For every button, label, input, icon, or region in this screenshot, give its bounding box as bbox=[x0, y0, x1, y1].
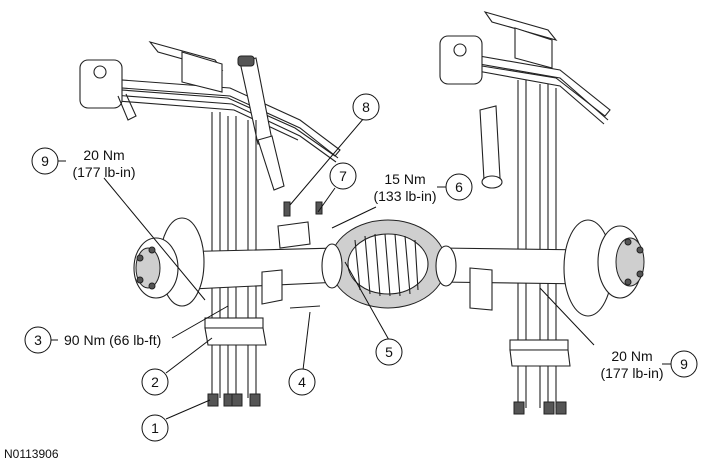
callout-circle bbox=[141, 368, 169, 396]
left-u-bolts bbox=[204, 112, 267, 407]
right-shock-absorber bbox=[479, 105, 503, 189]
callout-number: 9 bbox=[680, 356, 688, 372]
callout-number: 4 bbox=[298, 374, 306, 390]
left-shock-absorber bbox=[237, 55, 285, 191]
center-brackets bbox=[261, 201, 493, 311]
callout-7: 7 bbox=[329, 162, 357, 190]
left-wheel-hub bbox=[133, 217, 205, 307]
torque-value-imperial: (177 lb-in) bbox=[600, 365, 663, 381]
callout-number: 3 bbox=[34, 332, 42, 348]
callout-circle bbox=[288, 368, 316, 396]
torque-value: 15 Nm bbox=[384, 171, 425, 187]
callout-8: 8 bbox=[352, 93, 380, 121]
callout-number: 2 bbox=[151, 374, 159, 390]
figure-id: N0113906 bbox=[4, 447, 59, 461]
left-leaf-spring bbox=[79, 41, 341, 163]
callout-circle bbox=[31, 147, 59, 175]
callout-2: 2 bbox=[141, 368, 169, 396]
callout-number: 6 bbox=[455, 179, 463, 195]
callout-number: 1 bbox=[151, 420, 159, 436]
callout-circle bbox=[141, 414, 169, 442]
callout-3: 3 90 Nm (66 lb-ft) bbox=[24, 326, 161, 354]
callout-number: 8 bbox=[362, 99, 370, 115]
torque-value: 20 Nm bbox=[611, 348, 652, 364]
axle-housing bbox=[169, 219, 591, 309]
callout-circle bbox=[670, 350, 698, 378]
callout-number: 7 bbox=[339, 168, 347, 184]
torque-value: 20 Nm bbox=[83, 147, 124, 163]
callout-circle bbox=[445, 173, 473, 201]
callout-4: 4 bbox=[288, 368, 316, 396]
callout-1: 1 bbox=[141, 414, 169, 442]
callout-5: 5 bbox=[375, 338, 403, 366]
callout-number: 5 bbox=[385, 344, 393, 360]
torque-value-imperial: (133 lb-in) bbox=[373, 188, 436, 204]
right-u-bolts bbox=[509, 80, 571, 415]
callout-circle bbox=[329, 162, 357, 190]
torque-value-imperial: (177 lb-in) bbox=[72, 164, 135, 180]
right-wheel-hub bbox=[563, 219, 645, 317]
torque-value: 90 Nm (66 lb-ft) bbox=[64, 332, 161, 348]
leader-lines bbox=[51, 117, 672, 420]
right-leaf-spring bbox=[439, 11, 611, 125]
callout-circle bbox=[24, 326, 52, 354]
callout-number: 9 bbox=[41, 153, 49, 169]
callout-9-left: 9 20 Nm (177 lb-in) bbox=[31, 147, 136, 180]
callout-circle bbox=[352, 93, 380, 121]
callout-6: 6 15 Nm (133 lb-in) bbox=[373, 171, 473, 204]
callout-circle bbox=[375, 338, 403, 366]
callout-9-right: 9 20 Nm (177 lb-in) bbox=[600, 348, 698, 381]
